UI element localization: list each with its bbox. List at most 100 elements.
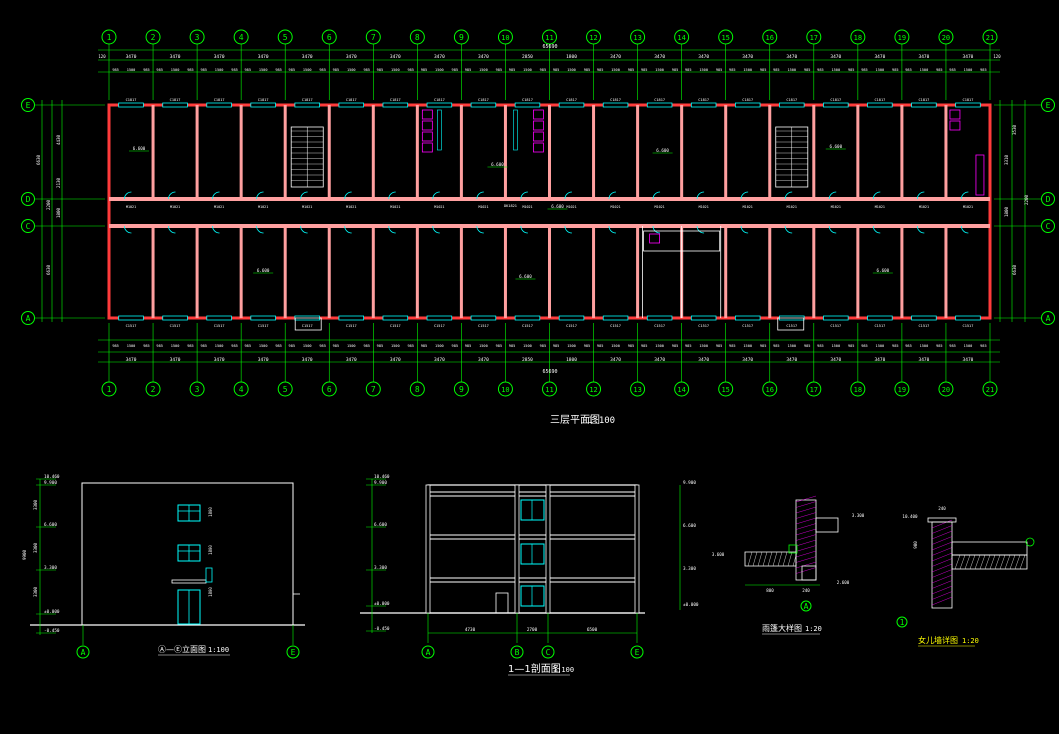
window-tag-top: C1817 <box>302 98 313 102</box>
win-dim-top: 985 <box>496 68 503 72</box>
row-left-A-label: A <box>26 314 31 323</box>
bay-dim-bottom: 2850 <box>522 357 533 363</box>
window-south <box>514 315 541 321</box>
axis-top-9-label: 9 <box>459 33 464 42</box>
window-tag-bottom: C1517 <box>346 324 357 328</box>
bay-dim-top: 3470 <box>478 54 489 60</box>
win-dim-bottom: 985 <box>452 344 459 348</box>
bay-dim-top: 3470 <box>830 54 841 60</box>
window-tag-bottom: C1517 <box>258 324 269 328</box>
partition-north <box>812 105 816 199</box>
win-dim-top: 985 <box>553 68 560 72</box>
window-tag-bottom: C1517 <box>963 324 974 328</box>
window-south <box>646 315 673 321</box>
parapet-hatch <box>931 530 953 540</box>
bay-dim-top: 3470 <box>786 54 797 60</box>
left-dim: 2130 <box>56 177 61 188</box>
row-left-A-circle <box>21 311 35 325</box>
partition-south <box>636 226 640 318</box>
bay-dim-bottom: 3470 <box>698 357 709 363</box>
axis-bottom-10-label: 10 <box>501 386 509 394</box>
parapet-slab-hatch <box>954 554 961 570</box>
win-dim-top: 985 <box>275 68 282 72</box>
win-dim-top: 985 <box>112 68 119 72</box>
canopy-lintel <box>801 565 817 581</box>
win-dim-top: 1500 <box>523 68 532 72</box>
window-south <box>867 315 893 321</box>
canopy-hatch <box>795 550 817 558</box>
door-swing-north <box>168 191 176 200</box>
win-dim-bottom: 985 <box>200 344 207 348</box>
win-dim-top: 1500 <box>611 68 620 72</box>
floor-level: 6.600 <box>491 162 504 167</box>
side-window <box>205 567 213 583</box>
door-tag: M1021 <box>478 205 488 209</box>
partition-north <box>327 105 331 199</box>
row-left-D-circle <box>21 192 35 206</box>
win-dim-top: 985 <box>949 68 956 72</box>
partition-south <box>856 226 860 318</box>
axis-top-20-label: 20 <box>942 34 950 42</box>
door-tag: M1021 <box>610 205 620 209</box>
window-tag-bottom: C1517 <box>478 324 489 328</box>
section-level: 6.600 <box>374 522 387 528</box>
overall-dim-bottom: 65690 <box>542 369 557 375</box>
window-tag-top: C1817 <box>919 98 930 102</box>
win-dim-bottom: 985 <box>685 344 692 348</box>
window-tag-top: C1817 <box>874 98 885 102</box>
right-dim: 6630 <box>1012 264 1017 275</box>
axis-bottom-16-label: 16 <box>766 386 774 394</box>
right-dim: 3530 <box>1012 124 1017 135</box>
floor-level: 6.600 <box>257 268 270 273</box>
partition-south <box>459 226 463 318</box>
canopy-level: 2.600 <box>837 580 850 585</box>
window-north <box>734 102 761 108</box>
bay-dim-bottom: 3470 <box>478 357 489 363</box>
edge-dim: 120 <box>993 54 1001 59</box>
partition-north <box>283 105 287 199</box>
door-swing-north <box>652 191 661 200</box>
axis-top-5-label: 5 <box>283 33 288 42</box>
door-swing-north <box>520 191 528 200</box>
partition-north <box>592 105 596 199</box>
win-dim-top: 1500 <box>567 68 576 72</box>
win-dim-top: 1500 <box>964 68 973 72</box>
door-swing-south <box>124 225 132 234</box>
bay-dim-bottom: 3470 <box>963 357 974 363</box>
axis-bottom-12-label: 12 <box>589 386 597 394</box>
parapet-hatch <box>931 519 953 529</box>
door-tag: M1021 <box>390 205 400 209</box>
elev-level: -0.450 <box>44 628 60 634</box>
partition-north <box>680 105 684 199</box>
win-dim-top: 985 <box>465 68 472 72</box>
bay-dim-bottom: 3470 <box>742 357 753 363</box>
section-axis-E-circle <box>630 645 644 659</box>
window-tag-top: C1817 <box>610 98 621 102</box>
window-tag-top: C1817 <box>258 98 269 102</box>
bay-dim-top: 3470 <box>434 54 445 60</box>
win-dim-top: 985 <box>407 68 414 72</box>
parapet-slab-hatch <box>999 554 1006 570</box>
win-dim-bottom: 985 <box>628 344 635 348</box>
parapet-slab-hatch <box>989 554 996 570</box>
section-level: ±0.000 <box>374 601 390 607</box>
canopy-drain <box>788 544 798 554</box>
win-dim-bottom: 985 <box>363 344 370 348</box>
window-tag-top: C1817 <box>434 98 445 102</box>
parapet-slab-hatch <box>969 554 976 570</box>
win-dim-bottom: 985 <box>156 344 163 348</box>
axis-bottom-17-label: 17 <box>810 386 818 394</box>
door-swing-south <box>300 225 308 234</box>
section-1-1: 10.4609.9006.6003.300±0.000-0.4509.9006.… <box>360 474 699 676</box>
section-level: 10.460 <box>374 474 390 480</box>
window-north <box>206 102 232 108</box>
canopy-hatch <box>795 512 817 519</box>
partition-north <box>503 105 507 199</box>
win-dim-top: 1500 <box>876 68 885 72</box>
win-dim-top: 985 <box>760 68 767 72</box>
left-dim: 2200 <box>46 199 51 210</box>
section-axis-A-circle <box>421 645 435 659</box>
window-north <box>779 102 805 108</box>
door-tag: M1021 <box>787 205 797 209</box>
window-tag-bottom: C1517 <box>830 324 841 328</box>
